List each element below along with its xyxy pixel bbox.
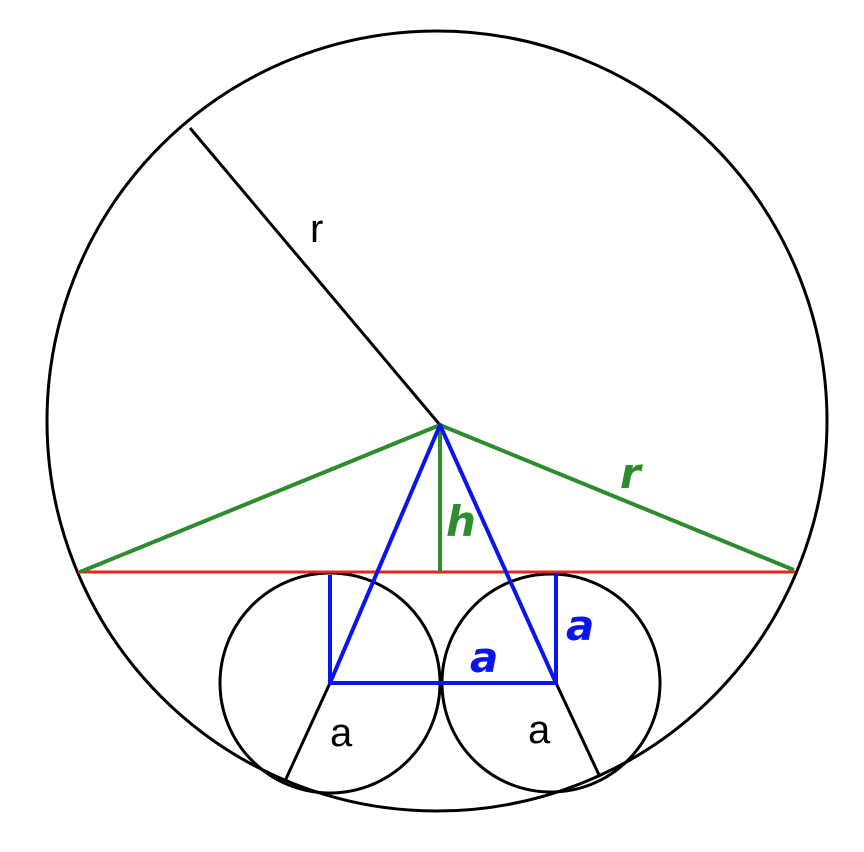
green-radius-left <box>79 423 441 574</box>
label-r-green: r <box>620 449 643 498</box>
label-a-blue-vertical: a <box>566 601 594 650</box>
label-r-black: r <box>310 207 323 251</box>
label-h: h <box>446 497 476 546</box>
radius-line-black <box>188 127 442 426</box>
small-radius-right <box>554 682 602 778</box>
green-radius-right <box>439 423 795 572</box>
label-a-blue-base: a <box>470 633 498 682</box>
label-a-right: a <box>528 708 551 752</box>
blue-triangle <box>328 423 558 685</box>
label-a-left: a <box>330 711 353 755</box>
large-circle <box>45 29 829 813</box>
small-radius-left <box>283 682 332 782</box>
